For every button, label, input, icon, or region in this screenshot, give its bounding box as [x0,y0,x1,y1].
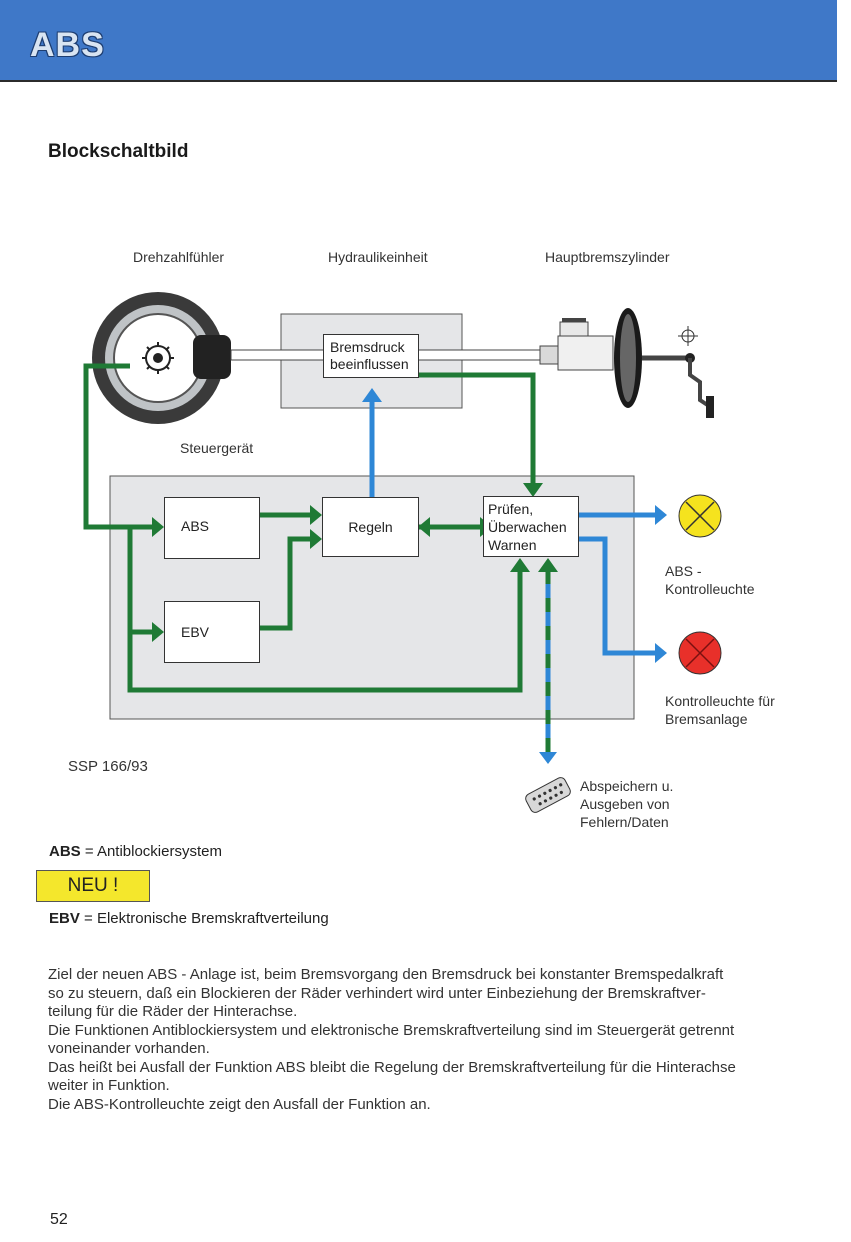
page-number: 52 [50,1211,68,1228]
abs-term: ABS [49,843,81,860]
para-line1: Ziel der neuen ABS - Anlage ist, beim Br… [48,966,724,983]
description-paragraph: Ziel der neuen ABS - Anlage ist, beim Br… [48,966,828,1114]
abs-box-label: ABS [181,518,210,534]
abs-lamp-graphic [678,494,722,538]
check-line1: Prüfen, [488,501,534,517]
ebv-definition: EBV = Elektronische Bremskraftverteilung [49,910,329,927]
label-hydraulic-unit: Hydraulikeinheit [328,249,428,265]
storage-line3: Fehlern/Daten [580,814,669,830]
brake-lamp-line1: Kontrolleuchte für [665,693,775,709]
regeln-box: Regeln [322,497,419,557]
storage-line1: Abspeichern u. [580,778,674,794]
pressure-line2: beeinflussen [330,356,409,372]
page-title: ABS [30,26,105,64]
abs-box: ABS [164,497,260,559]
check-line2: Überwachen [488,519,567,535]
regeln-box-label: Regeln [348,519,393,535]
para-line3: teilung für die Räder der Hinterachse. [48,1003,298,1020]
diagnostic-connector-graphic [525,777,571,813]
section-title: Blockschaltbild [48,141,189,162]
label-ssp-ref: SSP 166/93 [68,758,148,775]
ebv-term: EBV [49,910,80,927]
header-bar: ABS [0,0,837,80]
abs-definition: ABS = Antiblockiersystem [49,843,222,860]
abs-definition-text: = Antiblockiersystem [80,843,222,860]
ebv-box: EBV [164,601,260,663]
brake-lamp-line2: Bremsanlage [665,711,748,727]
label-storage: Abspeichern u. Ausgeben von Fehlern/Date… [580,777,673,831]
label-brake-lamp: Kontrolleuchte für Bremsanlage [665,692,775,728]
check-line3: Warnen [488,537,537,553]
brake-lamp-graphic [678,631,722,675]
para-line6: Das heißt bei Ausfall der Funktion ABS b… [48,1058,736,1076]
master-cylinder-graphic [539,308,714,418]
signal-lines-green [83,363,536,693]
signal-lines-blue [369,402,655,656]
label-control-unit: Steuergerät [180,440,254,456]
para-line4: Die Funktionen Antiblockiersystem und el… [48,1021,735,1039]
ebv-definition-text: = Elektronische Bremskraftverteilung [79,910,329,927]
pressure-control-box: Bremsdruck beeinflussen [323,334,419,378]
abs-lamp-line2: Kontrolleuchte [665,581,755,597]
wheel-speed-sensor-graphic [92,292,231,424]
pressure-line1: Bremsdruck [330,339,405,355]
neu-badge: NEU ! [36,870,150,902]
storage-line2: Ausgeben von [580,796,670,812]
ebv-box-label: EBV [181,624,210,640]
label-speed-sensor: Drehzahlfühler [133,249,225,265]
label-abs-lamp: ABS - Kontrolleuchte [665,562,755,598]
label-master-cylinder: Hauptbremszylinder [545,249,670,265]
para-line5: voneinander vorhanden. [48,1040,210,1057]
para-line2: so zu steuern, daß ein Blockieren der Rä… [48,984,706,1002]
para-line7: weiter in Funktion. [48,1077,170,1094]
abs-lamp-line1: ABS - [665,563,702,579]
check-monitor-box: Prüfen, Überwachen Warnen [483,496,579,557]
para-line8: Die ABS-Kontrolleuchte zeigt den Ausfall… [48,1095,431,1113]
header-divider [0,80,837,82]
